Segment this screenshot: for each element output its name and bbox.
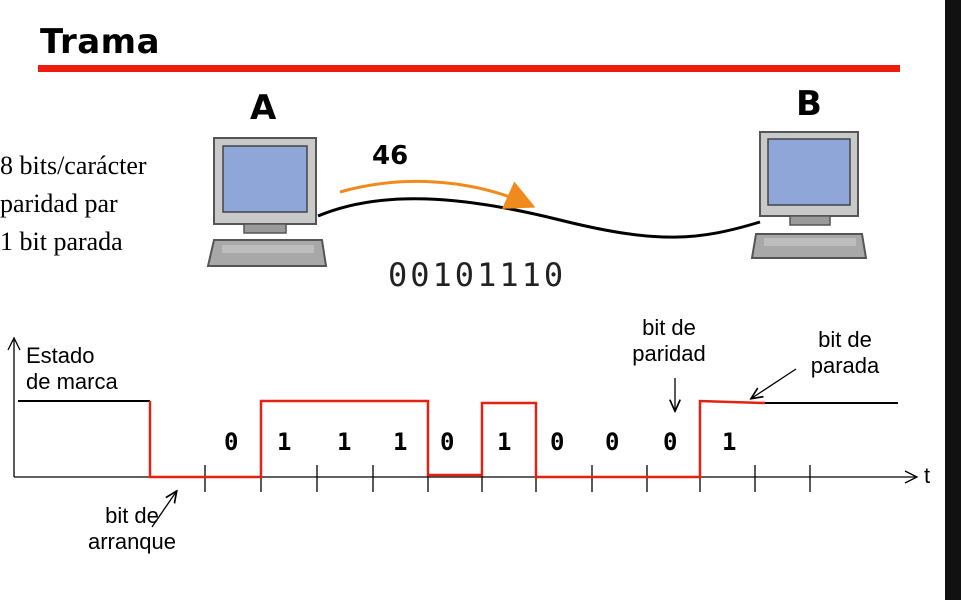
bit-value: 1 [337,428,352,456]
node-a-label: A [250,88,277,128]
node-b-label: B [796,84,822,124]
stop-bit-label: bit de parada [810,327,880,378]
bit-value: 0 [550,428,565,456]
bits-sent: 00101110 [388,256,567,294]
transmission-parameters: 8 bits/carácter paridad par 1 bit parada [0,147,147,261]
start-bit-pointer [151,492,176,528]
bit-value: 0 [663,428,678,456]
connection-cable [317,197,761,239]
bit-value: 0 [440,428,455,456]
mark-state-label: Estado de marca [26,343,118,394]
bit-value: 1 [277,428,292,456]
param-bits-per-char: 8 bits/carácter [0,151,147,180]
bit-value: 1 [722,428,737,456]
start-bit-label: bit de arranque [87,503,177,554]
bit-value: 0 [224,428,239,456]
slide-title: Trama [40,22,161,62]
parity-bit-label: bit de paridad [632,315,706,366]
title-underline [38,65,900,72]
character-value: 46 [372,141,409,171]
window-edge [945,0,961,600]
bit-value: 1 [497,428,512,456]
signal-waveform [148,399,766,479]
param-parity: paridad par [0,189,118,218]
bit-tick-marks [204,465,811,492]
data-direction-arrow [339,179,536,209]
computer-a-icon [206,137,328,267]
time-axis-label: t [924,463,931,488]
stop-bit-pointer [752,368,797,398]
computer-b-icon [750,131,868,259]
bit-value: 1 [393,428,408,456]
param-stop-bit: 1 bit parada [0,227,123,256]
bit-value: 0 [605,428,620,456]
